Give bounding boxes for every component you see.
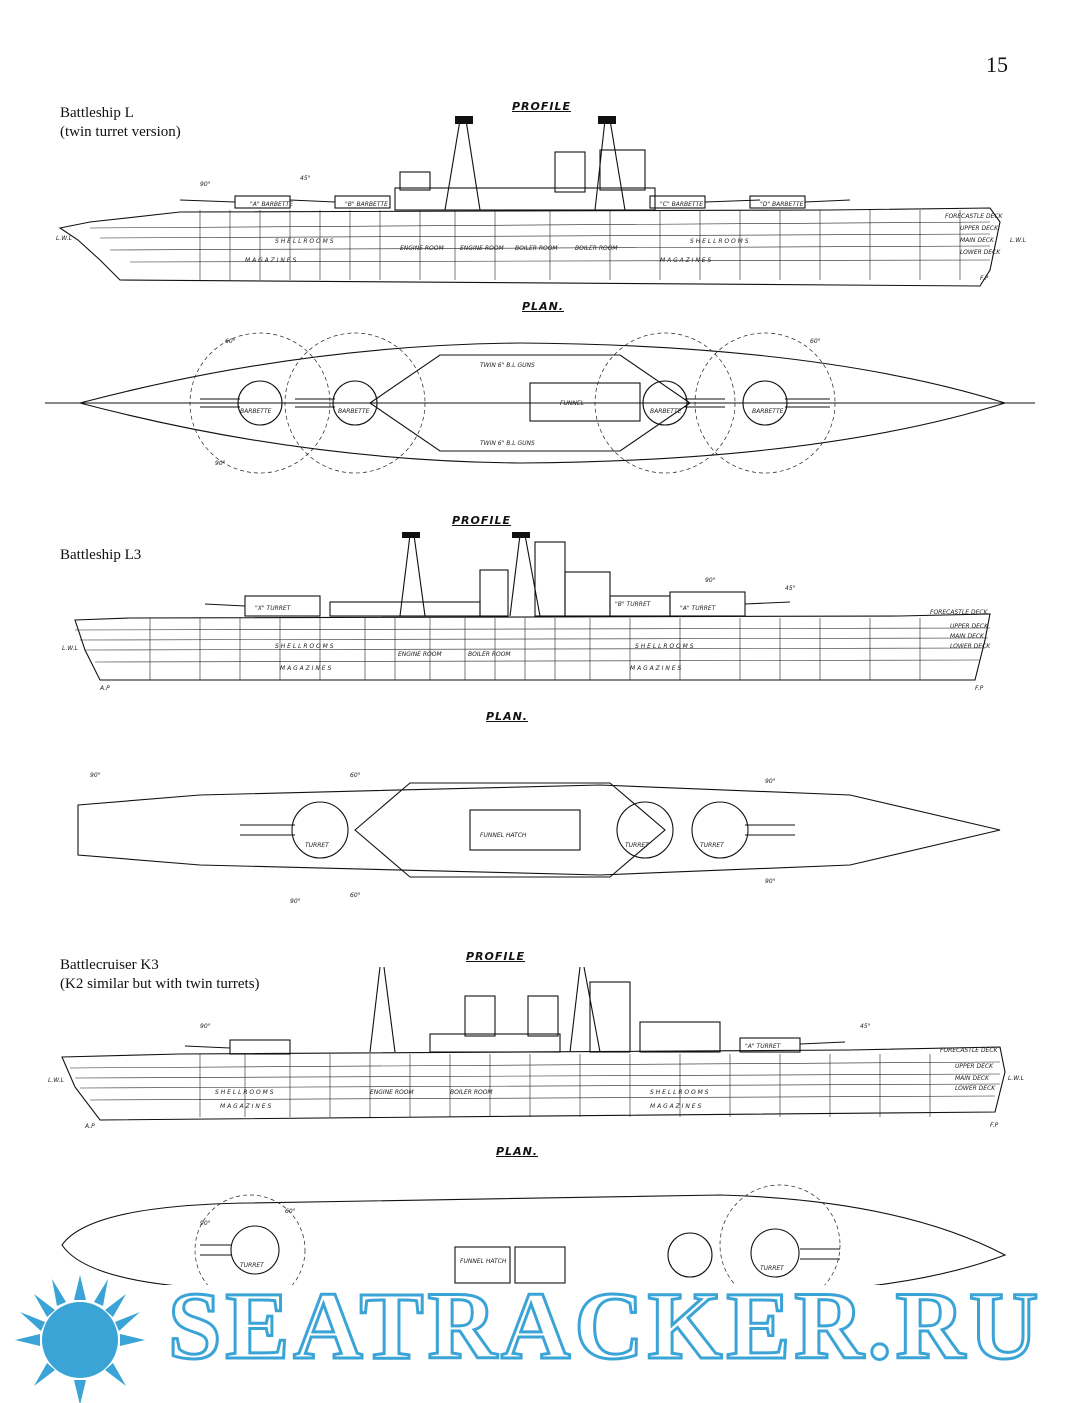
svg-text:TURRET: TURRET	[625, 842, 650, 849]
svg-text:TURRET: TURRET	[305, 842, 330, 849]
svg-text:M A G A Z I N E S: M A G A Z I N E S	[650, 1103, 701, 1110]
svg-text:ENGINE ROOM: ENGINE ROOM	[400, 245, 444, 252]
svg-text:60°: 60°	[810, 338, 821, 345]
svg-text:F.P: F.P	[990, 1122, 999, 1129]
svg-text:45°: 45°	[300, 175, 311, 182]
svg-text:FORECASTLE DECK: FORECASTLE DECK	[945, 213, 1004, 220]
svg-text:BARBETTE: BARBETTE	[752, 408, 784, 415]
svg-text:BARBETTE: BARBETTE	[338, 408, 370, 415]
svg-text:S H E L L R O O M S: S H E L L R O O M S	[650, 1089, 709, 1096]
profile-title-3: PROFILE	[466, 950, 526, 963]
svg-text:"B" TURRET: "B" TURRET	[615, 601, 652, 608]
profile-title-1: PROFILE	[512, 100, 572, 113]
svg-text:BOILER ROOM: BOILER ROOM	[468, 651, 511, 658]
svg-text:L.W.L: L.W.L	[56, 235, 72, 242]
svg-text:90°: 90°	[200, 181, 211, 188]
svg-text:TURRET: TURRET	[700, 842, 725, 849]
svg-text:A.P: A.P	[99, 685, 110, 692]
svg-text:90°: 90°	[290, 898, 301, 905]
svg-text:90°: 90°	[90, 772, 101, 779]
svg-text:UPPER DECK: UPPER DECK	[955, 1063, 994, 1070]
svg-text:BOILER ROOM: BOILER ROOM	[515, 245, 558, 252]
svg-text:BARBETTE: BARBETTE	[240, 408, 272, 415]
watermark-text: SEATRACKER.RU	[166, 1271, 1043, 1381]
svg-text:FORECASTLE DECK: FORECASTLE DECK	[940, 1047, 999, 1054]
svg-text:M A G A Z I N E S: M A G A Z I N E S	[220, 1103, 271, 1110]
svg-text:"C" BARBETTE: "C" BARBETTE	[660, 201, 703, 208]
svg-text:L.W.L: L.W.L	[1008, 1075, 1024, 1082]
svg-text:TURRET: TURRET	[240, 1262, 265, 1269]
battleship-l-plan-drawing: BARBETTE BARBETTE BARBETTE BARBETTE FUNN…	[45, 332, 1035, 474]
svg-text:ENGINE ROOM: ENGINE ROOM	[460, 245, 504, 252]
svg-text:BOILER ROOM: BOILER ROOM	[450, 1089, 493, 1096]
plan-title-3: PLAN.	[496, 1145, 538, 1158]
svg-text:"B" BARBETTE: "B" BARBETTE	[345, 201, 388, 208]
svg-text:ENGINE ROOM: ENGINE ROOM	[370, 1089, 414, 1096]
svg-text:"D" BARBETTE: "D" BARBETTE	[760, 201, 804, 208]
svg-text:M A G A Z I N E S: M A G A Z I N E S	[245, 257, 296, 264]
svg-text:M A G A Z I N E S: M A G A Z I N E S	[660, 257, 711, 264]
svg-text:TURRET: TURRET	[760, 1265, 785, 1272]
profile-title-2: PROFILE	[452, 514, 512, 527]
svg-text:45°: 45°	[785, 585, 796, 592]
caption-battlecruiser-k3: Battlecruiser K3 (K2 similar but with tw…	[60, 957, 260, 992]
svg-text:BARBETTE: BARBETTE	[650, 408, 682, 415]
svg-text:"A" TURRET: "A" TURRET	[680, 605, 717, 612]
svg-text:LOWER DECK: LOWER DECK	[955, 1085, 996, 1092]
svg-text:L.W.L: L.W.L	[1010, 237, 1026, 244]
svg-text:90°: 90°	[765, 878, 776, 885]
svg-text:L.W.L: L.W.L	[48, 1077, 64, 1084]
svg-text:BOILER ROOM: BOILER ROOM	[575, 245, 618, 252]
svg-text:60°: 60°	[285, 1208, 296, 1215]
svg-text:A.P: A.P	[84, 1123, 95, 1130]
plan-title-2: PLAN.	[486, 710, 528, 723]
svg-text:UPPER DECK: UPPER DECK	[950, 623, 989, 630]
svg-text:"X" TURRET: "X" TURRET	[255, 605, 292, 612]
svg-text:F.P: F.P	[980, 275, 989, 282]
svg-text:M A G A Z I N E S: M A G A Z I N E S	[630, 665, 681, 672]
svg-text:FORECASTLE DECK: FORECASTLE DECK	[930, 609, 989, 616]
battleship-l3-plan-drawing: TURRET TURRET TURRET FUNNEL HATCH 90° 60…	[77, 772, 1001, 905]
svg-text:TWIN 6" B.L GUNS: TWIN 6" B.L GUNS	[480, 362, 535, 369]
svg-text:"A" BARBETTE: "A" BARBETTE	[250, 201, 293, 208]
svg-text:90°: 90°	[200, 1220, 211, 1227]
svg-text:90°: 90°	[215, 460, 226, 467]
svg-text:S H E L L R O O M S: S H E L L R O O M S	[275, 643, 334, 650]
battlecruiser-k3-profile-drawing: "A" TURRET S H E L L R O O M S M A G A Z…	[48, 966, 1024, 1130]
svg-text:MAIN DECK: MAIN DECK	[955, 1075, 990, 1082]
svg-text:UPPER DECK: UPPER DECK	[960, 225, 999, 232]
svg-text:MAIN DECK: MAIN DECK	[950, 633, 985, 640]
caption-battleship-l: Battleship L (twin turret version)	[60, 105, 181, 140]
svg-text:FUNNEL: FUNNEL	[560, 400, 584, 407]
svg-text:L.W.L: L.W.L	[62, 645, 78, 652]
battleship-l3-profile-drawing: "X" TURRET "B" TURRET "A" TURRET S H E L…	[62, 532, 991, 692]
svg-text:90°: 90°	[200, 1023, 211, 1030]
battleship-l-profile-drawing: "A" BARBETTE "B" BARBETTE "C" BARBETTE "…	[56, 116, 1026, 287]
page-number: 15	[986, 52, 1008, 77]
svg-text:TWIN 6" B.L GUNS: TWIN 6" B.L GUNS	[480, 440, 535, 447]
plan-title-1: PLAN.	[522, 300, 564, 313]
svg-text:FUNNEL HATCH: FUNNEL HATCH	[460, 1258, 507, 1265]
svg-text:LOWER DECK: LOWER DECK	[950, 643, 991, 650]
svg-text:M A G A Z I N E S: M A G A Z I N E S	[280, 665, 331, 672]
svg-text:S H E L L R O O M S: S H E L L R O O M S	[215, 1089, 274, 1096]
svg-text:S H E L L R O O M S: S H E L L R O O M S	[635, 643, 694, 650]
svg-text:F.P: F.P	[975, 685, 984, 692]
battlecruiser-k3-plan-drawing: FUNNEL HATCH TURRET TURRET 90° 60°	[61, 1184, 1007, 1285]
svg-text:60°: 60°	[350, 892, 361, 899]
svg-text:MAIN DECK: MAIN DECK	[960, 237, 995, 244]
svg-text:60°: 60°	[225, 338, 236, 345]
svg-text:"A" TURRET: "A" TURRET	[745, 1043, 782, 1050]
svg-text:45°: 45°	[860, 1023, 871, 1030]
svg-text:LOWER DECK: LOWER DECK	[960, 249, 1001, 256]
svg-text:S H E L L R O O M S: S H E L L R O O M S	[690, 238, 749, 245]
svg-text:90°: 90°	[705, 577, 716, 584]
svg-text:60°: 60°	[350, 772, 361, 779]
svg-text:FUNNEL HATCH: FUNNEL HATCH	[480, 832, 527, 839]
svg-text:90°: 90°	[765, 778, 776, 785]
svg-text:S H E L L R O O M S: S H E L L R O O M S	[275, 238, 334, 245]
caption-battleship-l3: Battleship L3	[60, 547, 142, 563]
seatracker-logo-icon	[15, 1275, 145, 1403]
svg-text:ENGINE ROOM: ENGINE ROOM	[398, 651, 442, 658]
